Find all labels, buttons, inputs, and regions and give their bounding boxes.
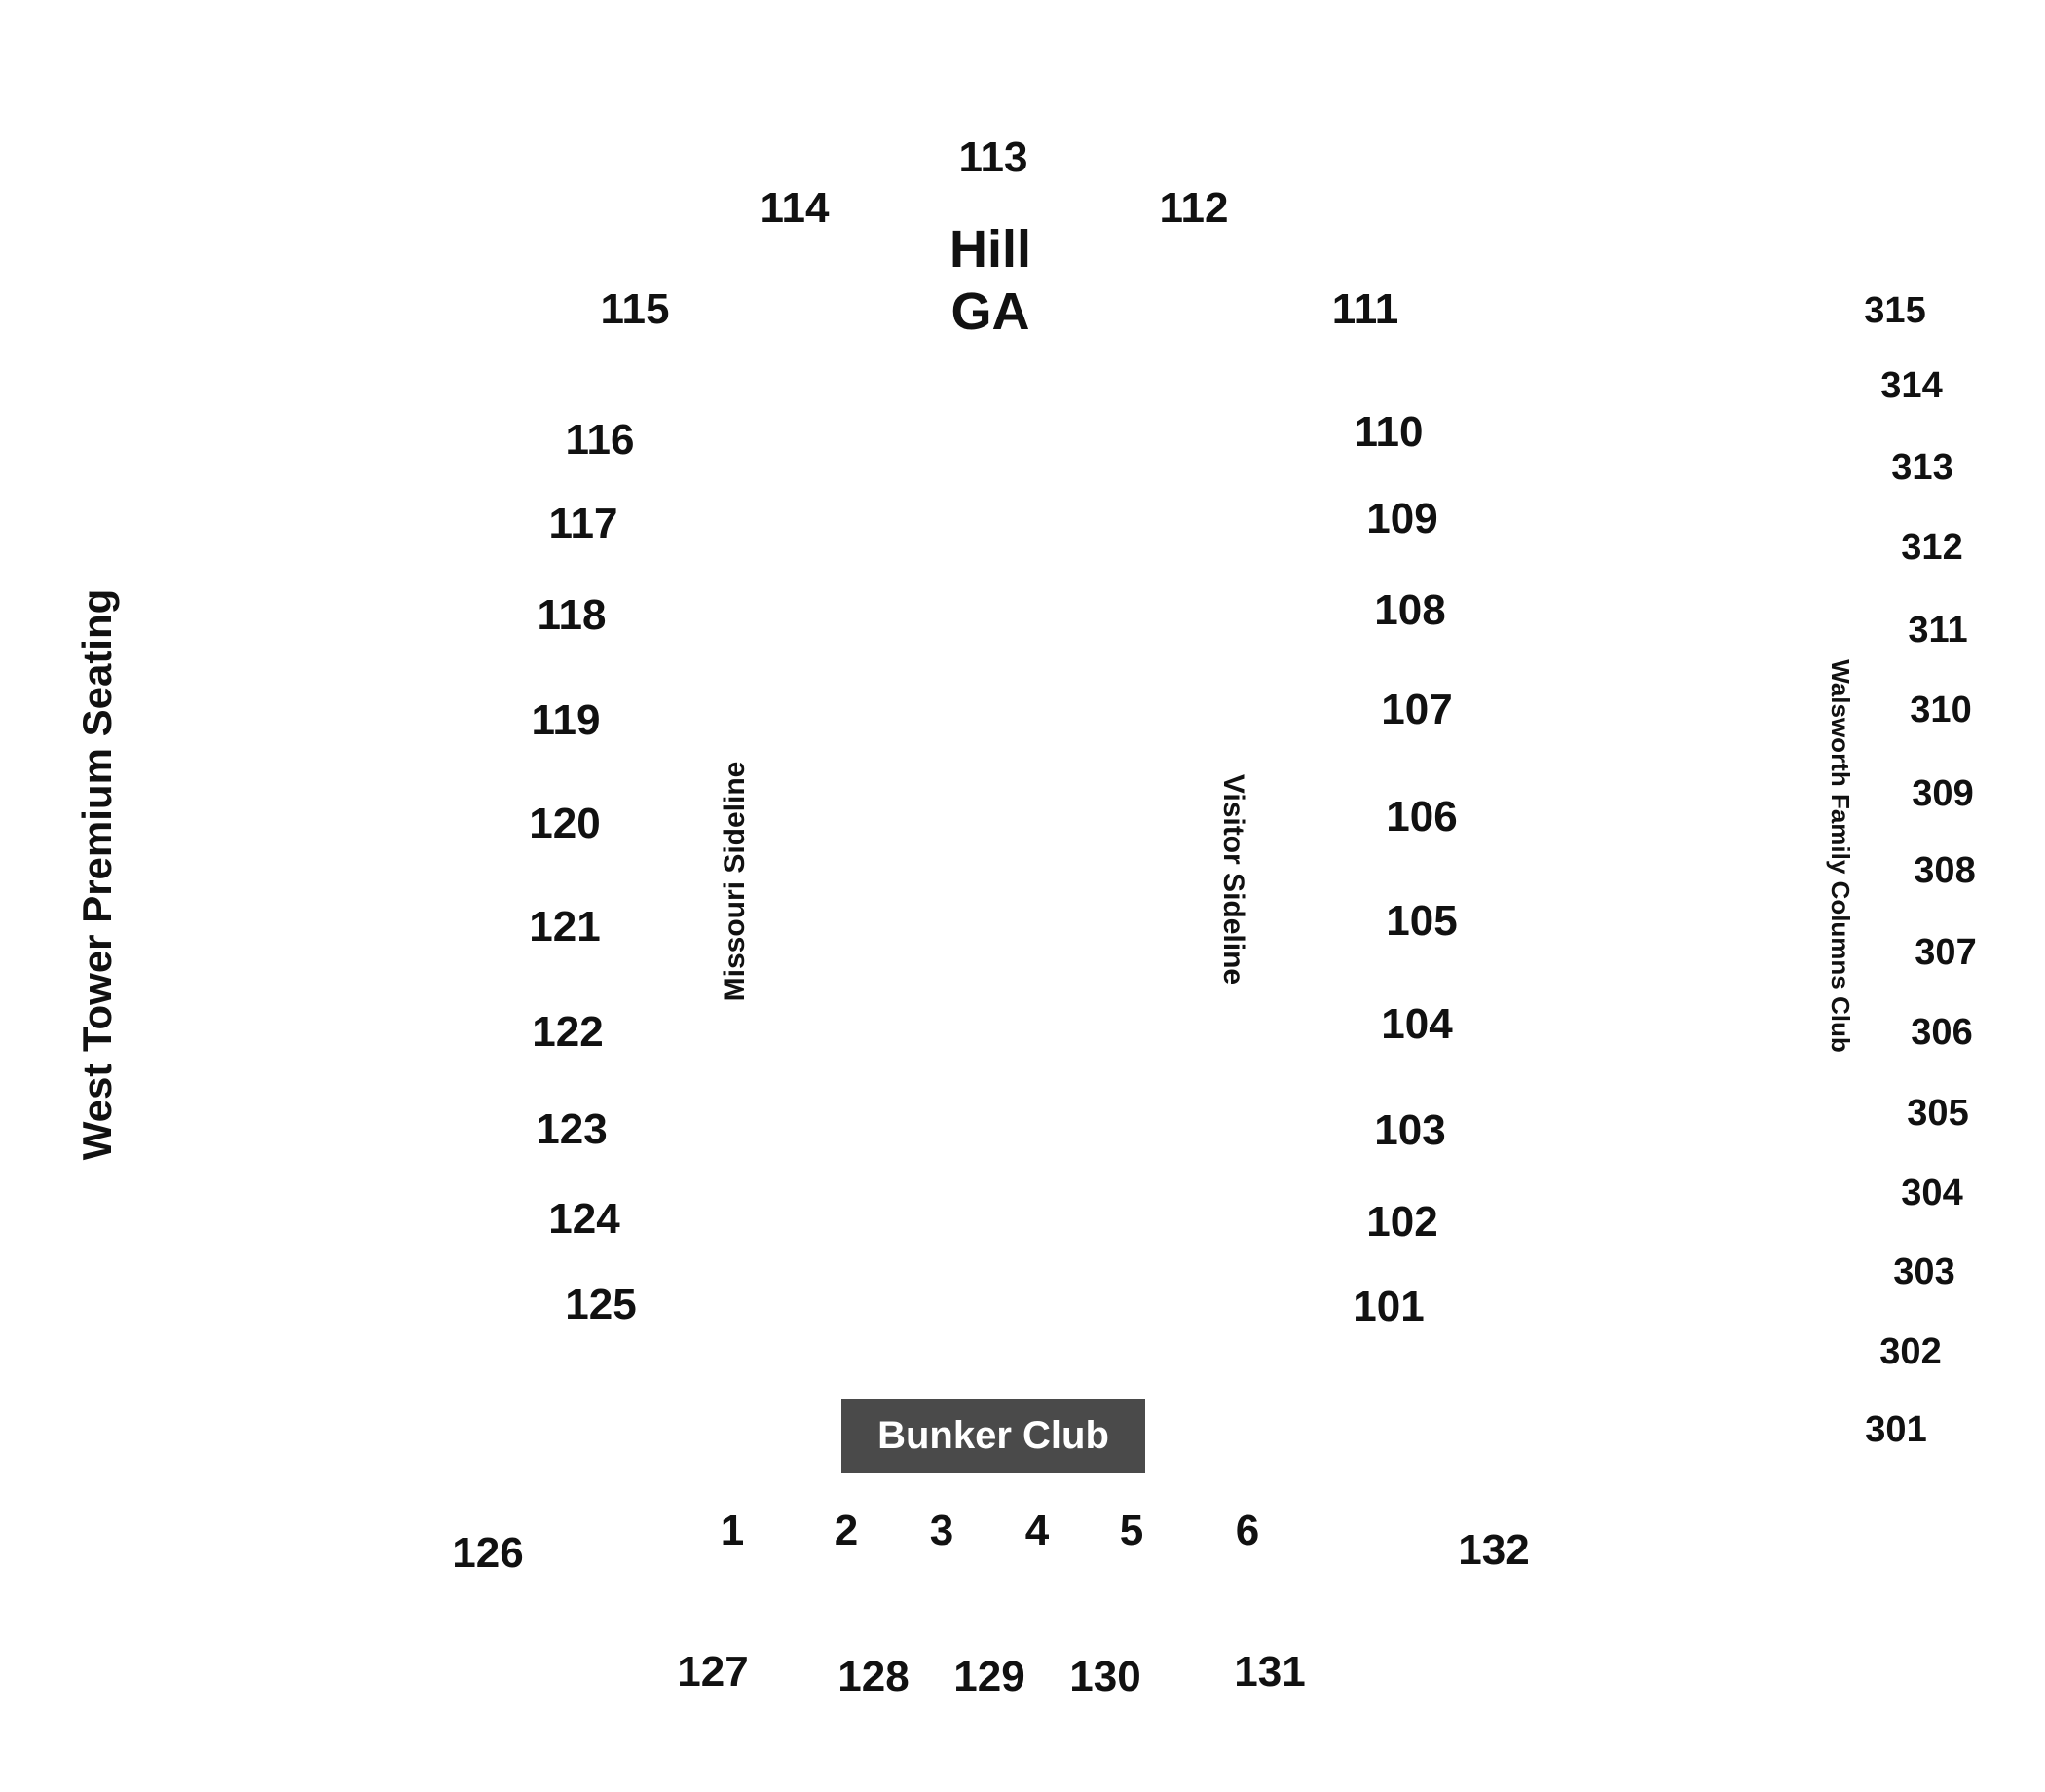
- section-119[interactable]: 119: [531, 696, 601, 744]
- west-tower-premium-seating-label[interactable]: West Tower Premium Seating: [74, 588, 120, 1161]
- section-128[interactable]: 128: [837, 1653, 910, 1700]
- section-308[interactable]: 308: [1914, 850, 1976, 891]
- section-109[interactable]: 109: [1366, 495, 1438, 542]
- section-125[interactable]: 125: [565, 1281, 637, 1328]
- section-116[interactable]: 116: [565, 416, 635, 464]
- section-314[interactable]: 314: [1880, 365, 1943, 406]
- section-108[interactable]: 108: [1374, 586, 1446, 634]
- section-311[interactable]: 311: [1908, 610, 1968, 651]
- hill-ga-area[interactable]: Hill GA: [949, 218, 1031, 343]
- section-130[interactable]: 130: [1069, 1653, 1141, 1700]
- section-302[interactable]: 302: [1879, 1331, 1942, 1372]
- bunker-box-5[interactable]: 5: [1119, 1507, 1144, 1554]
- section-122[interactable]: 122: [532, 1008, 604, 1056]
- hill-label: Hill: [948, 220, 1032, 279]
- section-111[interactable]: 111: [1331, 285, 1399, 333]
- section-315[interactable]: 315: [1864, 290, 1926, 331]
- section-307[interactable]: 307: [1915, 932, 1977, 973]
- section-104[interactable]: 104: [1381, 1000, 1453, 1048]
- section-304[interactable]: 304: [1901, 1173, 1963, 1213]
- section-103[interactable]: 103: [1374, 1106, 1446, 1154]
- bunker-club-label: Bunker Club: [877, 1413, 1109, 1457]
- visitor-sideline-label: Visitor Sideline: [1217, 773, 1249, 986]
- section-126[interactable]: 126: [452, 1529, 524, 1577]
- section-313[interactable]: 313: [1891, 447, 1953, 488]
- section-124[interactable]: 124: [548, 1195, 620, 1243]
- bunker-box-1[interactable]: 1: [720, 1507, 745, 1554]
- section-303[interactable]: 303: [1893, 1251, 1955, 1292]
- bunker-box-3[interactable]: 3: [929, 1507, 954, 1554]
- section-310[interactable]: 310: [1910, 690, 1972, 730]
- section-115[interactable]: 115: [600, 285, 670, 333]
- section-105[interactable]: 105: [1386, 897, 1458, 945]
- bunker-box-4[interactable]: 4: [1024, 1507, 1050, 1554]
- section-312[interactable]: 312: [1901, 527, 1963, 568]
- section-101[interactable]: 101: [1353, 1283, 1425, 1330]
- section-114[interactable]: 114: [760, 184, 830, 232]
- section-120[interactable]: 120: [529, 800, 601, 847]
- bunker-box-6[interactable]: 6: [1235, 1507, 1260, 1554]
- section-132[interactable]: 132: [1458, 1526, 1530, 1574]
- section-309[interactable]: 309: [1912, 773, 1974, 814]
- missouri-sideline-label: Missouri Sideline: [719, 761, 751, 1002]
- ga-label: GA: [950, 282, 1030, 341]
- section-112[interactable]: 112: [1159, 184, 1229, 232]
- section-306[interactable]: 306: [1911, 1012, 1973, 1053]
- section-301[interactable]: 301: [1865, 1409, 1927, 1450]
- section-127[interactable]: 127: [677, 1648, 749, 1696]
- section-305[interactable]: 305: [1907, 1093, 1969, 1134]
- section-107[interactable]: 107: [1381, 686, 1453, 733]
- bunker-box-2[interactable]: 2: [834, 1507, 859, 1554]
- section-110[interactable]: 110: [1354, 408, 1424, 456]
- section-113[interactable]: 113: [958, 133, 1028, 181]
- section-129[interactable]: 129: [953, 1653, 1025, 1700]
- section-118[interactable]: 118: [537, 591, 607, 639]
- bunker-club[interactable]: Bunker Club: [841, 1399, 1145, 1473]
- section-106[interactable]: 106: [1386, 793, 1458, 840]
- walsworth-family-columns-club-label[interactable]: Walsworth Family Columns Club: [1826, 659, 1855, 1053]
- section-123[interactable]: 123: [536, 1105, 608, 1153]
- section-117[interactable]: 117: [548, 500, 618, 547]
- section-121[interactable]: 121: [529, 903, 601, 951]
- section-102[interactable]: 102: [1366, 1198, 1438, 1246]
- section-131[interactable]: 131: [1234, 1648, 1306, 1696]
